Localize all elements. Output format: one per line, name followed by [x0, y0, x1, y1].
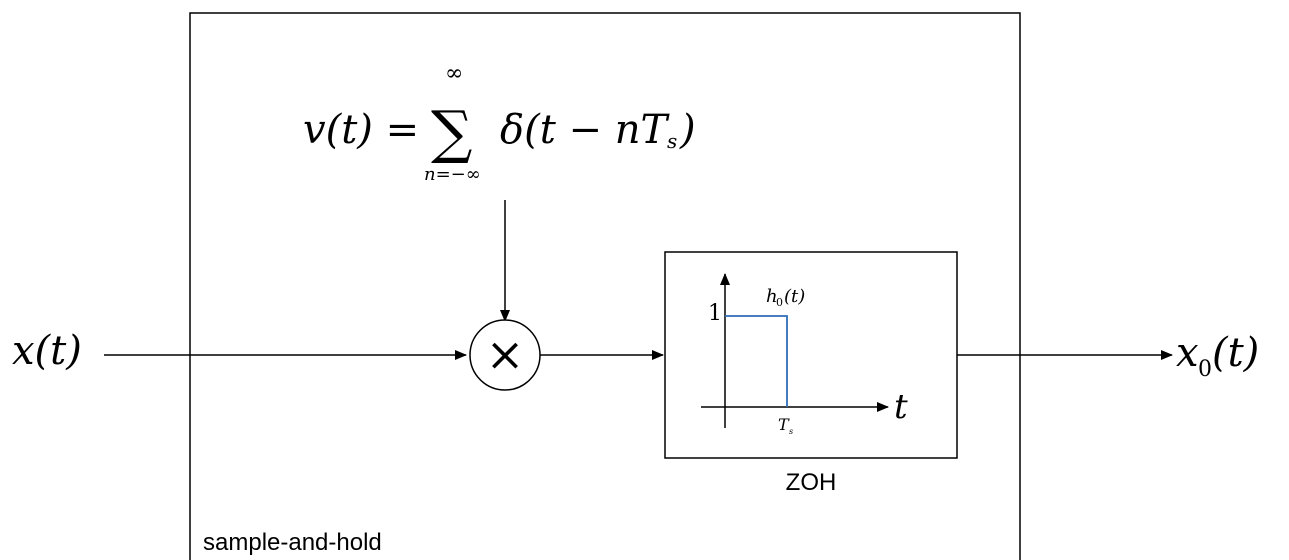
sample-and-hold-box — [189, 12, 1021, 560]
formula-lhs: v(t) = — [303, 107, 419, 153]
output-signal-arg: (t) — [1212, 330, 1259, 376]
sample-and-hold-label: sample-and-hold — [203, 529, 382, 556]
zoh-x-tick-label-subscript: s — [789, 427, 793, 436]
zoh-curve-label: h — [766, 286, 778, 307]
output-signal-subscript: 0 — [1198, 357, 1212, 382]
zoh-curve-label-arg: (t) — [784, 286, 805, 307]
sum-upper-limit: ∞ — [445, 61, 463, 86]
formula-term-subscript: s — [667, 129, 677, 153]
multiplier-symbol: × — [486, 327, 525, 381]
formula-term-close: ) — [679, 107, 696, 153]
formula-term: δ(t − nT — [500, 107, 670, 153]
impulse-train-formula: v(t) = ∑ ∞ n=−∞ δ(t − nT s ) — [303, 61, 696, 185]
sum-symbol: ∑ — [431, 98, 472, 166]
zoh-curve-label-subscript: 0 — [776, 296, 783, 309]
zoh-pulse — [725, 315, 788, 407]
zoh-impulse-response-plot: 1 h 0 (t) t T s — [701, 273, 908, 436]
zoh-x-tick-label: T — [778, 415, 790, 434]
zoh-y-tick-label: 1 — [708, 301, 722, 326]
zoh-box — [664, 251, 958, 459]
sum-lower-limit: n=−∞ — [424, 164, 481, 185]
output-signal-label: x — [1176, 330, 1199, 376]
zoh-label: ZOH — [786, 469, 837, 496]
input-signal-label: x(t) — [12, 328, 82, 374]
zoh-x-axis-label: t — [894, 387, 908, 427]
